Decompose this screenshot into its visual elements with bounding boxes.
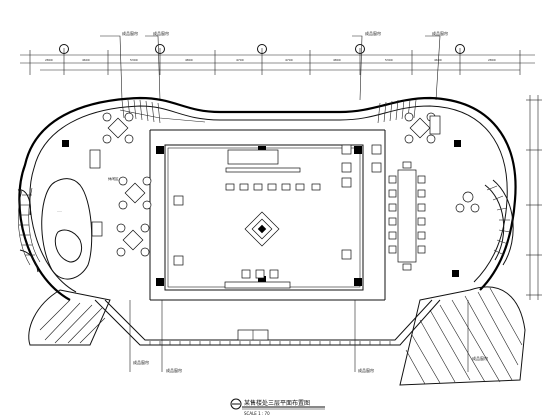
svg-text:5300: 5300 <box>385 58 393 62</box>
svg-text:2800: 2800 <box>45 58 53 62</box>
central-hall-furniture <box>173 144 382 289</box>
lounge-tables-right <box>404 112 480 213</box>
svg-text:4600: 4600 <box>434 58 442 62</box>
top-callouts: 成品窗帘 成品窗帘 成品窗帘 成品窗帘 <box>100 30 448 101</box>
hatched-landscape-left <box>28 289 111 346</box>
building-outline <box>18 96 517 301</box>
callout-label-top-2: 成品窗帘 <box>153 30 169 36</box>
callout-label-bottom-1: 成品窗帘 <box>133 359 149 365</box>
left-curved-stairs <box>17 187 41 266</box>
svg-text:4800: 4800 <box>333 58 341 62</box>
svg-text:.....: ..... <box>57 209 62 213</box>
right-curved-stairs <box>484 179 514 266</box>
callout-label-top-1: 成品窗帘 <box>122 30 138 36</box>
drawing-scale: SCALE 1 : 70 <box>244 411 270 416</box>
hatched-landscape-right <box>399 286 526 386</box>
callout-label-bottom-3: 成品窗帘 <box>358 367 374 373</box>
svg-text:4700: 4700 <box>236 58 244 62</box>
callout-label-top-4: 成品窗帘 <box>432 30 448 36</box>
svg-text:4600: 4600 <box>82 58 90 62</box>
callout-label-top-3: 成品窗帘 <box>365 30 381 36</box>
callout-label-bottom-2: 成品窗帘 <box>166 367 182 373</box>
upper-window-banks <box>119 99 417 124</box>
svg-text:4700: 4700 <box>285 58 293 62</box>
svg-text:5300: 5300 <box>130 58 138 62</box>
svg-text:4800: 4800 <box>185 58 193 62</box>
top-dimension-lines: 2800 4600 5300 4800 4700 4700 4800 5300 4600… <box>20 48 535 75</box>
conference-table <box>388 161 426 271</box>
callout-label-bottom-4: 成品窗帘 <box>472 355 488 361</box>
top-grid-bubbles <box>59 44 465 54</box>
right-dimension-lines <box>526 95 542 300</box>
lower-balcony <box>94 299 441 346</box>
title-block: 某售楼处三层平面布置图 SCALE 1 : 70 <box>230 398 325 416</box>
bottom-callouts: 成品窗帘 成品窗帘 成品窗帘 成品窗帘 <box>129 300 488 373</box>
drawing-title: 某售楼处三层平面布置图 <box>244 399 310 407</box>
left-oval-room: ..... <box>17 178 93 280</box>
lounge-tables-left: 休闲区 <box>89 112 152 257</box>
svg-text:2800: 2800 <box>488 58 496 62</box>
lounge-label: 休闲区 <box>108 176 119 181</box>
